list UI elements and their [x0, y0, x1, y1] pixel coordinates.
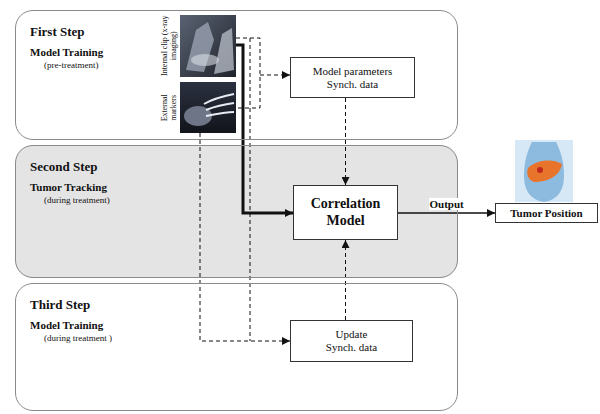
step-note: (during treatment)	[44, 195, 457, 205]
band-fill	[15, 283, 458, 411]
step-title: Third Step	[30, 298, 457, 313]
process-box: Update Synch. data	[290, 320, 413, 362]
training-bracket	[236, 38, 260, 108]
torso	[524, 142, 564, 202]
output-box: Tumor Position	[495, 203, 598, 224]
model-box: Correlation Model	[293, 185, 398, 240]
update-line	[250, 38, 251, 341]
box-text: Tumor Position	[510, 207, 582, 220]
xray-image	[180, 15, 236, 77]
connector-arrow	[398, 212, 495, 214]
step-band: Update Synch. data Third StepModel Traini…	[15, 283, 458, 411]
step-note: (pre-treatment)	[44, 60, 457, 70]
process-box: Model parameters Synch. data	[290, 57, 415, 98]
box-text: Update Synch. data	[323, 328, 380, 353]
step-band: Model parameters Synch. data First StepMo…	[15, 10, 458, 140]
step-band: Correlation Model Second StepTumor Tracki…	[15, 145, 458, 278]
xray-gantry	[214, 28, 234, 74]
edge-label: Output	[429, 198, 465, 210]
picture-label: Internal clip (x-ray imaging)	[161, 15, 179, 77]
markers-image	[180, 82, 236, 133]
connector-arrow	[345, 240, 346, 320]
step-title: First Step	[30, 25, 457, 40]
tumor-spot	[537, 167, 543, 173]
step-subtitle: Model Training	[30, 46, 457, 59]
connector-arrow	[345, 98, 346, 185]
picture-label: External markers	[161, 83, 179, 133]
liver-image	[515, 140, 573, 202]
band-fill	[15, 10, 458, 140]
step-subtitle: Model Training	[30, 319, 457, 332]
band-fill	[15, 145, 458, 278]
liver	[527, 161, 562, 182]
marker-cables	[204, 94, 234, 116]
step-note: (during treatment )	[44, 333, 457, 343]
step-subtitle: Tumor Tracking	[30, 181, 457, 194]
xray-couch	[191, 54, 219, 66]
step-title: Second Step	[30, 160, 457, 175]
training-line	[260, 75, 290, 76]
tracking-line	[236, 45, 293, 213]
box-text: Correlation Model	[300, 196, 391, 228]
update-line	[200, 133, 290, 341]
box-text: Model parameters Synch. data	[305, 65, 400, 90]
